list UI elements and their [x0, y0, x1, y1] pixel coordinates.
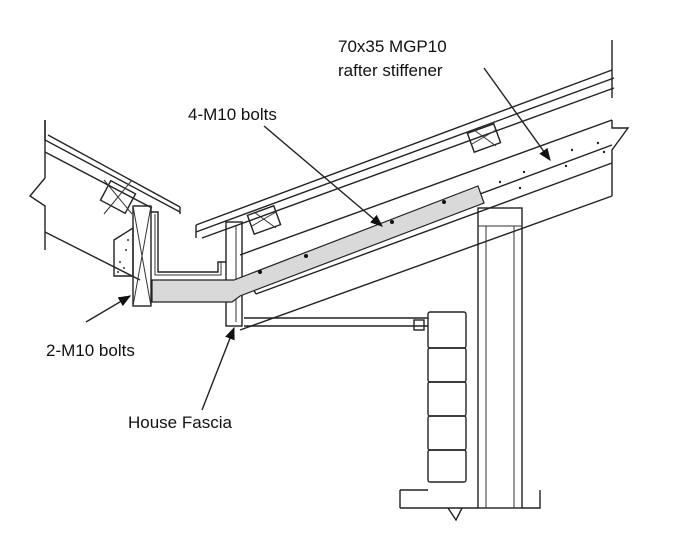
house-batten	[99, 179, 137, 215]
verandah-batten-1	[246, 204, 282, 236]
bolt-3	[390, 220, 394, 224]
verandah-fascia	[225, 221, 243, 327]
label-house-fascia: House Fascia	[128, 326, 235, 432]
house-fascia-block	[113, 205, 152, 307]
stiffener-label-line1: 70x35 MGP10	[338, 37, 447, 56]
timber-post	[477, 207, 523, 509]
fascia-label: House Fascia	[128, 413, 232, 432]
support-structure	[244, 207, 541, 522]
bolts4-label: 4-M10 bolts	[188, 105, 277, 124]
bolt-2	[304, 254, 308, 258]
verandah-roof	[195, 40, 630, 331]
label-rafter-stiffener: 70x35 MGP10 rafter stiffener	[338, 37, 551, 162]
brick-pier	[427, 311, 467, 483]
bolt-1	[258, 270, 262, 274]
label-2-bolts: 2-M10 bolts	[46, 295, 135, 360]
bolts2-label: 2-M10 bolts	[46, 341, 135, 360]
steel-plate	[151, 185, 485, 303]
bolt-4	[442, 200, 446, 204]
label-4-bolts: 4-M10 bolts	[188, 105, 383, 227]
house-roof	[28, 120, 226, 307]
verandah-batten-2	[466, 122, 502, 154]
stiffener-label-line2: rafter stiffener	[338, 61, 443, 80]
house-gutter	[151, 211, 226, 276]
